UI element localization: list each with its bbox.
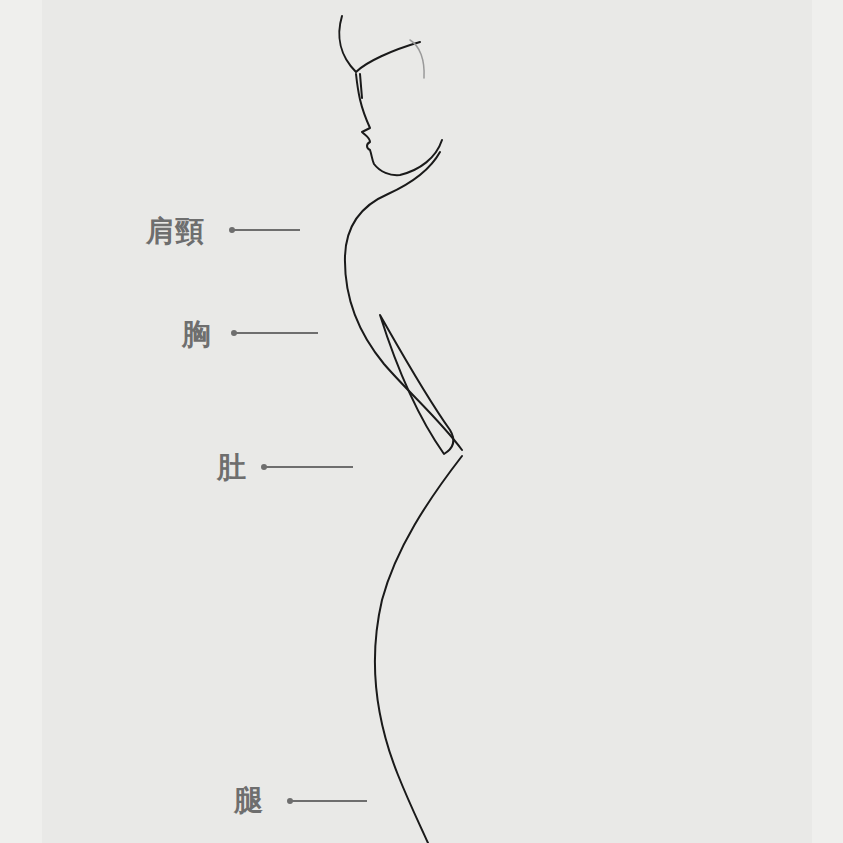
body-part-label: 肚	[217, 450, 246, 484]
leader-line	[264, 466, 353, 468]
leader-line	[234, 332, 318, 334]
body-part-label: 腿	[234, 783, 263, 817]
body-part-label: 胸	[182, 317, 211, 351]
body-part-label: 肩頸	[146, 214, 204, 248]
paper-edge	[812, 0, 843, 843]
hair-outline	[339, 16, 420, 72]
leader-dot	[230, 228, 234, 232]
body-outline	[345, 152, 462, 450]
leader-dot	[288, 799, 292, 803]
leader-dot	[232, 331, 236, 335]
hair-strand	[410, 40, 424, 78]
leader-line	[232, 229, 300, 231]
face-profile	[356, 74, 442, 175]
arm-outline	[380, 315, 453, 454]
eye-line	[360, 74, 362, 98]
leader-dot	[262, 465, 266, 469]
belly-leg-outline	[375, 456, 462, 843]
paper-edge	[0, 0, 42, 843]
leader-line	[290, 800, 367, 802]
